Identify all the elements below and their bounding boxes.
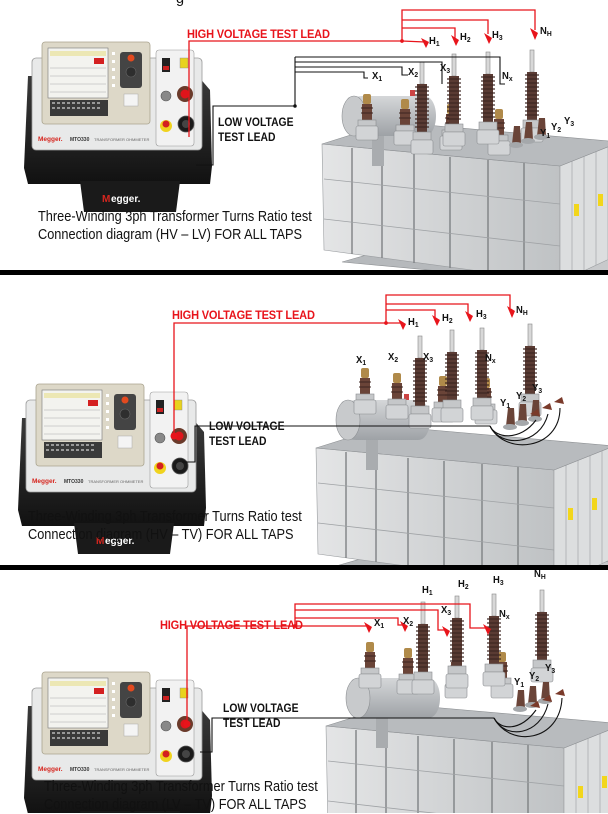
- caption-line2: Connection diagram (LV – TV) FOR ALL TAP…: [44, 797, 307, 813]
- lv-test-lead-label: LOW VOLTAGE TEST LEAD: [223, 702, 299, 732]
- terminal-x1: X1: [356, 354, 367, 367]
- terminal-nh: NH: [516, 304, 528, 317]
- lv-test-lead: [196, 56, 505, 166]
- lv-label-line2: TEST LEAD: [218, 132, 276, 144]
- terminal-h3: H3: [493, 574, 504, 587]
- diagram-caption: Three-Winding 3ph Transformer Turns Rati…: [38, 208, 312, 244]
- transformer: [321, 50, 608, 270]
- terminal-h1: H1: [422, 584, 433, 597]
- transformer: [325, 590, 608, 813]
- terminal-x1: X1: [374, 617, 385, 630]
- terminal-x2: X2: [388, 351, 399, 364]
- terminal-h2: H2: [442, 312, 453, 325]
- lv-test-lead: [200, 697, 563, 753]
- terminal-x2: X2: [408, 66, 419, 79]
- terminal-h1: H1: [429, 35, 440, 48]
- terminal-y2: Y2: [551, 121, 562, 134]
- diagram-caption: Three-Winding 3ph Transformer Turns Rati…: [44, 778, 318, 814]
- terminal-x3: X3: [441, 604, 452, 617]
- terminal-y3: Y3: [564, 115, 575, 128]
- terminal-y1: Y1: [540, 127, 551, 140]
- lv-label-line1: LOW VOLTAGE: [209, 421, 285, 433]
- terminal-nh: NH: [534, 568, 546, 581]
- terminal-nx: Nx: [485, 352, 496, 365]
- caption-line1: Three-Winding 3ph Transformer Turns Rati…: [44, 779, 318, 795]
- caption-line2: Connection diagram (HV – LV) FOR ALL TAP…: [38, 227, 303, 243]
- terminal-y2: Y2: [529, 670, 540, 683]
- panel-hv-lv: Megger. MTO330 TRANSFORMER OHMMETER M eg…: [0, 0, 608, 270]
- lv-label-line2: TEST LEAD: [209, 436, 267, 448]
- diagram-caption: Three-Winding 3ph Transformer Turns Rati…: [28, 508, 302, 544]
- caption-line2: Connection diagram (HV – TV) FOR ALL TAP…: [28, 527, 294, 543]
- terminal-h3: H3: [476, 308, 487, 321]
- lv-label-line1: LOW VOLTAGE: [218, 117, 294, 129]
- section-divider: [0, 565, 608, 570]
- lv-test-lead-label: LOW VOLTAGE TEST LEAD: [209, 420, 285, 450]
- lv-test-lead-label: LOW VOLTAGE TEST LEAD: [218, 116, 294, 146]
- terminal-nx: Nx: [499, 608, 510, 621]
- caption-line1: Three-Winding 3ph Transformer Turns Rati…: [38, 209, 312, 225]
- terminal-x3: X3: [423, 351, 434, 364]
- hv-test-lead: [173, 294, 511, 436]
- lv-test-lead: [182, 407, 561, 463]
- terminal-h2: H2: [460, 31, 471, 44]
- panel-hv-tv: HIGH VOLTAGE TEST LEAD LOW VOLTAGE TEST …: [0, 280, 608, 565]
- panel-hv-tv-drawing: [17, 294, 608, 565]
- hv-test-lead: [186, 603, 485, 724]
- hv-test-lead-label: HIGH VOLTAGE TEST LEAD: [160, 618, 303, 632]
- panel-hv-lv-drawing: Megger. MTO330 TRANSFORMER OHMMETER M eg…: [23, 9, 608, 270]
- caption-line1: Three-Winding 3ph Transformer Turns Rati…: [28, 509, 302, 525]
- terminal-x2: X2: [403, 615, 414, 628]
- terminal-x1: X1: [372, 70, 383, 83]
- hv-test-lead-label: HIGH VOLTAGE TEST LEAD: [187, 27, 330, 41]
- hv-test-lead-label: HIGH VOLTAGE TEST LEAD: [172, 308, 315, 322]
- lv-label-line1: LOW VOLTAGE: [223, 703, 299, 715]
- terminal-y1: Y1: [514, 676, 525, 689]
- terminal-y3: Y3: [545, 662, 556, 675]
- lv-label-line2: TEST LEAD: [223, 718, 281, 730]
- terminal-nh: NH: [540, 25, 552, 38]
- section-divider: [0, 270, 608, 275]
- terminal-y3: Y3: [532, 382, 543, 395]
- cropped-title-fragment: g: [176, 0, 184, 7]
- terminal-x3: X3: [440, 62, 451, 75]
- hv-test-lead: [188, 9, 536, 137]
- panel-lv-tv-drawing: [23, 570, 608, 813]
- megger-instrument: [23, 41, 213, 213]
- terminal-nx: Nx: [502, 70, 513, 83]
- terminal-y2: Y2: [516, 390, 527, 403]
- terminal-h2: H2: [458, 578, 469, 591]
- panel-lv-tv: HIGH VOLTAGE TEST LEAD LOW VOLTAGE TEST …: [0, 568, 608, 814]
- terminal-h1: H1: [408, 316, 419, 329]
- terminal-y1: Y1: [500, 397, 511, 410]
- terminal-h3: H3: [492, 29, 503, 42]
